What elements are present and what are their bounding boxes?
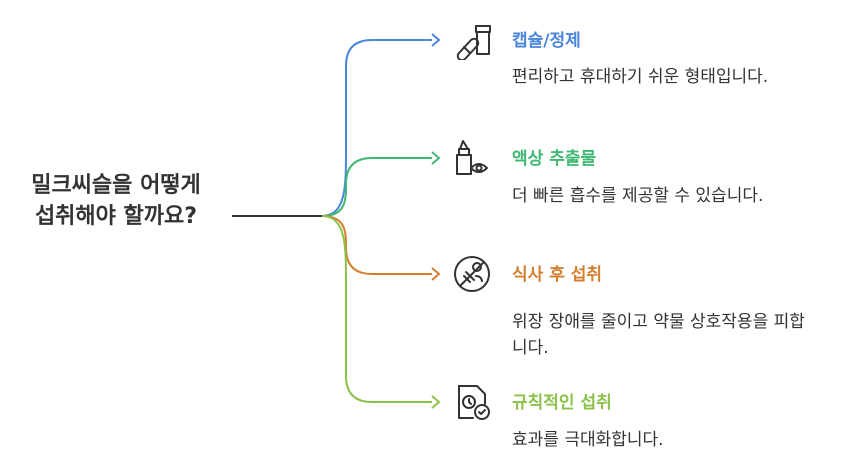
branch-description-3: 위장 장애를 줄이고 약물 상호작용을 피합니다.: [512, 312, 805, 358]
branch-arrow-2: [431, 151, 441, 165]
branch-line-2: [321, 157, 432, 217]
branch-title-1: 캡슐/정제: [512, 31, 581, 51]
dropper-bottle-eye-icon: [456, 140, 488, 175]
branch-title-2: 액상 추출물: [512, 149, 597, 169]
branch-arrow-3: [431, 267, 441, 281]
branch-title-4: 규칙적인 섭취: [512, 393, 612, 413]
branch-line-1: [321, 39, 432, 217]
branch-description-1: 편리하고 휴대하기 쉬운 형태입니다.: [512, 67, 769, 87]
root-label: 밀크씨슬을 어떻게 섭취해야 할까요?: [0, 170, 232, 232]
branch-description-4: 효과를 극대화합니다.: [512, 430, 664, 450]
branch-arrow-4: [431, 395, 441, 409]
branch-description-2: 더 빠른 흡수를 제공할 수 있습니다.: [512, 186, 764, 206]
root-label-line-1: 밀크씨슬을 어떻게: [31, 173, 201, 198]
branch-line-4: [321, 215, 432, 403]
branch-arrow-1: [431, 33, 441, 47]
root-label-line-2: 섭취해야 할까요?: [34, 204, 198, 229]
branch-line-3: [321, 215, 432, 275]
pill-bottle-icon: [456, 25, 491, 60]
branch-title-3: 식사 후 섭취: [512, 265, 603, 285]
document-clock-check-icon: [458, 385, 490, 420]
food-circle-icon: [454, 256, 490, 292]
